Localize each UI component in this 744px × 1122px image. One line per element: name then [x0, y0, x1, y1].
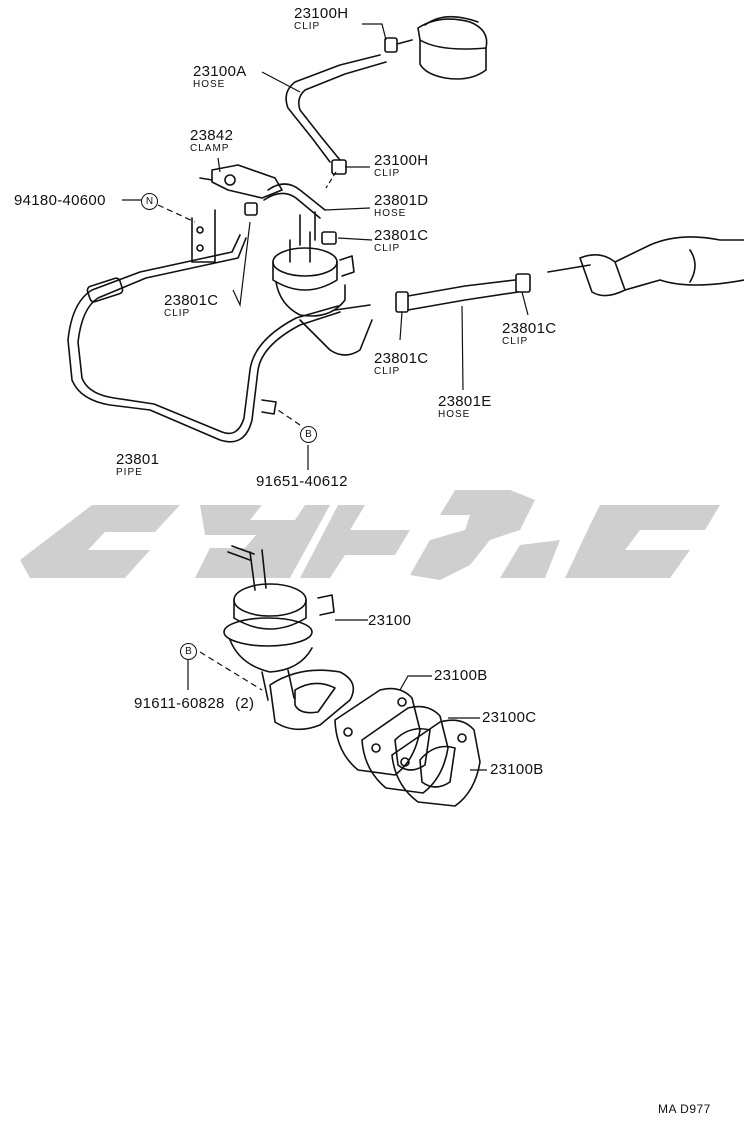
label-23100b-a: 23100B — [434, 668, 488, 683]
leader-lines — [122, 23, 529, 771]
part-quantity: (2) — [235, 695, 255, 712]
part-type: CLAMP — [190, 143, 230, 154]
part-number: 91651-40612 — [256, 473, 348, 490]
part-number: 23801 — [116, 451, 160, 468]
label-23801c-a: 23801C CLIP — [374, 228, 428, 254]
part-type: PIPE — [116, 467, 143, 478]
label-23100h-mid: 23100H CLIP — [374, 153, 428, 179]
part-number: 23100H — [374, 152, 429, 169]
label-23100c: 23100C — [482, 710, 536, 725]
gasket-23100b-a-shape — [334, 687, 421, 776]
part-number: 23100A — [193, 63, 247, 80]
part-number: 23100C — [482, 709, 537, 726]
part-type: CLIP — [374, 366, 401, 377]
diagram-code: MA D977 — [658, 1102, 711, 1116]
clip-23801c-c-shape — [395, 291, 409, 313]
part-number: 23100 — [368, 612, 412, 629]
marker-n: N — [141, 193, 158, 210]
part-number: 23801C — [502, 320, 557, 337]
label-91651: 91651-40612 — [256, 474, 348, 489]
label-23801d: 23801D HOSE — [374, 193, 428, 219]
clip-23100h-mid-shape — [331, 159, 347, 175]
label-23801c-d: 23801C CLIP — [502, 321, 556, 347]
part-type: CLIP — [374, 243, 401, 254]
label-91611: 91611-60828 (2) — [134, 696, 254, 712]
label-23100b-b: 23100B — [490, 762, 544, 777]
clip-23100h-top-shape — [384, 37, 413, 53]
part-number: 91611-60828 — [134, 695, 225, 712]
part-number: 94180-40600 — [14, 192, 106, 209]
gasket-23100b-b-shape — [391, 719, 481, 807]
label-23100h-top: 23100H CLIP — [294, 6, 348, 32]
part-number: 23801D — [374, 192, 429, 209]
part-type: CLIP — [374, 168, 401, 179]
part-number: 23100B — [434, 667, 488, 684]
part-number: 23801C — [374, 227, 429, 244]
fuel-pump-lower — [223, 545, 355, 731]
hose-23801d-shape — [263, 183, 326, 219]
part-type: HOSE — [438, 409, 471, 420]
hose-23100a-shape — [285, 54, 387, 163]
part-number: 23801C — [374, 350, 429, 367]
label-94180: 94180-40600 — [14, 193, 106, 208]
part-type: CLIP — [294, 21, 321, 32]
part-type: CLIP — [164, 308, 191, 319]
label-23100: 23100 — [368, 613, 411, 628]
vapor-canister-top — [417, 15, 488, 80]
part-number: 23100B — [490, 761, 544, 778]
label-23100a: 23100A HOSE — [193, 64, 247, 90]
part-number: 23842 — [190, 127, 234, 144]
label-23801c-b: 23801C CLIP — [164, 293, 218, 319]
marker-b-lower: B — [180, 643, 197, 660]
label-23801e: 23801E HOSE — [438, 394, 492, 420]
marker-b-upper: B — [300, 426, 317, 443]
part-type: CLIP — [502, 336, 529, 347]
part-type: HOSE — [193, 79, 226, 90]
clip-23801c-d-shape — [515, 273, 531, 293]
label-23801: 23801 PIPE — [116, 452, 159, 478]
part-number: 23801C — [164, 292, 219, 309]
fuel-tank-fitting — [547, 236, 744, 297]
part-number: 23100H — [294, 5, 349, 22]
clip-23801c-a-shape — [244, 202, 258, 216]
label-23842: 23842 CLAMP — [190, 128, 233, 154]
pipe-23801-shape — [67, 209, 341, 443]
clamp-23842-shape — [199, 164, 283, 199]
part-number: 23801E — [438, 393, 492, 410]
watermark-logo — [20, 490, 720, 580]
hose-23801e-shape — [407, 279, 519, 311]
label-23801c-c: 23801C CLIP — [374, 351, 428, 377]
part-type: HOSE — [374, 208, 407, 219]
gasket-23100c-shape — [361, 705, 449, 794]
fuel-pump-upper — [272, 211, 373, 356]
clip-23801c-b-shape — [321, 231, 337, 245]
